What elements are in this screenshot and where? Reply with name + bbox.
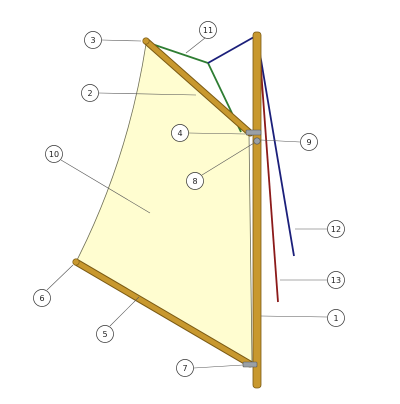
boom: [73, 259, 253, 367]
traveler-fitting: [253, 137, 261, 145]
callout-leader-boom: [109, 296, 140, 327]
callout-circle-mast: [327, 309, 345, 327]
mast: [252, 31, 262, 389]
callout-number-gooseneck: 7: [182, 364, 187, 373]
callout-circle-parrel: [300, 133, 318, 151]
callout-number-yard: 2: [87, 89, 92, 98]
callout-circle-boom-end: [33, 289, 51, 307]
callout-circle-yard: [81, 84, 99, 102]
callout-leader-gooseneck: [193, 364, 244, 369]
downhaul-line: [258, 41, 279, 303]
callout-circle-boom: [96, 325, 114, 343]
callout-circle-yard-peak: [84, 31, 102, 49]
callout-circle-gooseneck: [176, 359, 194, 377]
yard-peak-cap: [142, 37, 150, 45]
callout-circle-downhaul: [327, 271, 345, 289]
callout-circle-sail: [45, 145, 63, 163]
yard: [143, 38, 253, 136]
halyard-line: [256, 35, 295, 257]
bridle-to-mast-line: [207, 36, 255, 64]
callout-number-mast: 1: [333, 314, 338, 323]
callout-number-boom-end: 6: [39, 294, 44, 303]
callout-number-boom: 5: [102, 330, 107, 339]
callout-circle-yard-heel: [171, 124, 189, 142]
callout-number-downhaul: 13: [331, 276, 341, 285]
callout-number-traveler: 8: [192, 177, 197, 186]
callout-number-halyard: 12: [331, 225, 341, 234]
callout-leader-yard-heel: [188, 132, 246, 135]
parrel-fitting: [245, 129, 262, 136]
callout-circle-bridle: [199, 21, 217, 39]
callout-leaders: [46, 37, 328, 369]
callout-circle-traveler: [186, 172, 204, 190]
callout-number-parrel: 9: [306, 138, 311, 147]
callout-leader-yard: [98, 92, 197, 96]
callout-leader-yard-peak: [101, 39, 142, 42]
callout-number-sail: 10: [49, 150, 59, 159]
callout-number-yard-peak: 3: [90, 36, 95, 45]
callout-leader-parrel: [260, 139, 301, 143]
callout-leader-sail: [60, 159, 151, 214]
callout-leader-bridle: [185, 37, 206, 54]
callout-number-bridle: 11: [203, 26, 213, 35]
callout-number-yard-heel: 4: [177, 129, 182, 138]
callout-leader-mast: [260, 315, 328, 318]
gooseneck-fitting: [242, 361, 258, 368]
boom-end-cap: [72, 258, 80, 266]
callout-leader-traveler: [201, 142, 255, 176]
callout-leader-boom-end: [46, 264, 74, 291]
callout-circle-halyard: [327, 220, 345, 238]
